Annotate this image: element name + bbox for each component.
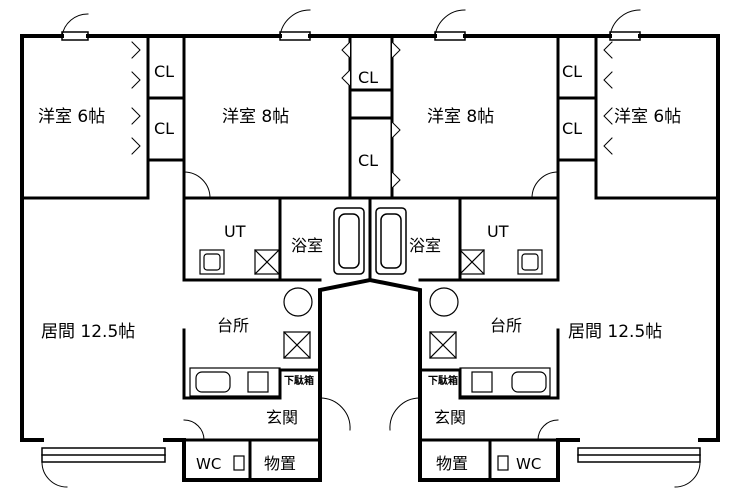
door-swings	[41, 9, 701, 488]
right-living-label: 居間 12.5帖	[568, 322, 663, 342]
left-closet-1: CL	[154, 62, 175, 81]
left-bedroom-6-label: 洋室 6帖	[38, 107, 106, 127]
left-living-label: 居間 12.5帖	[41, 322, 136, 342]
right-bath-label: 浴室	[409, 236, 442, 255]
right-entrance-label: 玄関	[434, 408, 467, 427]
left-closet-3: CL	[358, 68, 379, 87]
right-bedroom-6-label: 洋室 6帖	[614, 107, 682, 127]
left-bath-label: 浴室	[291, 236, 324, 255]
left-closet-2: CL	[154, 119, 175, 138]
bathtubs	[333, 207, 407, 275]
outer-walls	[20, 34, 720, 482]
left-toilet-label: WC	[196, 455, 222, 473]
left-entrance-label: 玄関	[266, 408, 299, 427]
right-bedroom-8-label: 洋室 8帖	[427, 107, 495, 127]
right-utility-label: UT	[487, 222, 509, 241]
inner-walls	[20, 34, 720, 482]
right-closet-2: CL	[562, 119, 583, 138]
right-kitchen-label: 台所	[490, 316, 523, 335]
left-bedroom-8-label: 洋室 8帖	[222, 107, 290, 127]
left-storage-label: 物置	[264, 454, 297, 473]
left-utility-label: UT	[224, 222, 246, 241]
right-storage-label: 物置	[436, 454, 469, 473]
left-kitchen-label: 台所	[217, 316, 250, 335]
left-shoe-box-label: 下駄箱	[284, 376, 314, 387]
right-toilet-label: WC	[516, 455, 542, 473]
closet-doors	[131, 41, 613, 189]
right-shoe-box-label: 下駄箱	[428, 376, 458, 387]
fixtures	[189, 249, 551, 471]
right-closet-1: CL	[562, 62, 583, 81]
left-closet-4: CL	[358, 151, 379, 170]
